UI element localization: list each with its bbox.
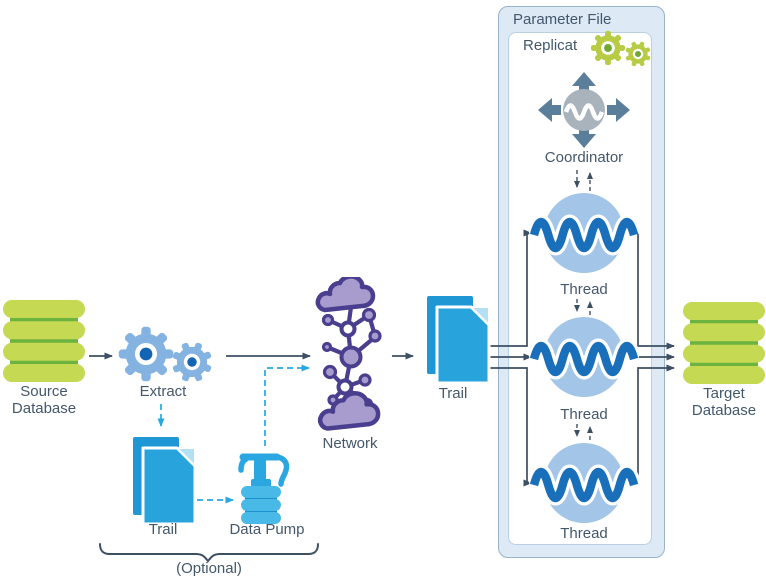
optional-label: (Optional) <box>176 560 242 577</box>
extract-label: Extract <box>139 383 187 400</box>
data-pump-label: Data Pump <box>229 521 305 538</box>
optional-trail-files-icon <box>133 437 197 526</box>
target-database-icon <box>683 302 765 384</box>
trail-label: Trail <box>438 385 468 402</box>
thread-icon <box>529 312 639 402</box>
thread-label: Thread <box>560 525 608 542</box>
parameter-file-title: Parameter File <box>513 11 612 28</box>
thread-icon <box>529 438 639 528</box>
target-database-label: Target Database <box>691 385 757 419</box>
network-label: Network <box>322 435 378 452</box>
data-pump-icon <box>238 453 290 524</box>
source-database-label: Source Database <box>11 383 77 417</box>
dashed-datapump-to-network-arrow <box>264 364 310 446</box>
replicat-gears-icon <box>591 31 655 71</box>
thread-icon <box>529 188 639 278</box>
thread-label: Thread <box>560 406 608 423</box>
source-database-icon <box>3 300 85 382</box>
optional-brace <box>99 543 319 563</box>
coordinator-label: Coordinator <box>544 149 624 166</box>
optional-trail-label: Trail <box>148 521 178 538</box>
network-icon <box>310 277 382 437</box>
thread-label: Thread <box>560 281 608 298</box>
trail-files-icon <box>427 296 491 385</box>
coordinator-icon <box>538 72 630 148</box>
replicat-title: Replicat <box>523 37 578 54</box>
extract-gears-icon <box>118 326 218 389</box>
